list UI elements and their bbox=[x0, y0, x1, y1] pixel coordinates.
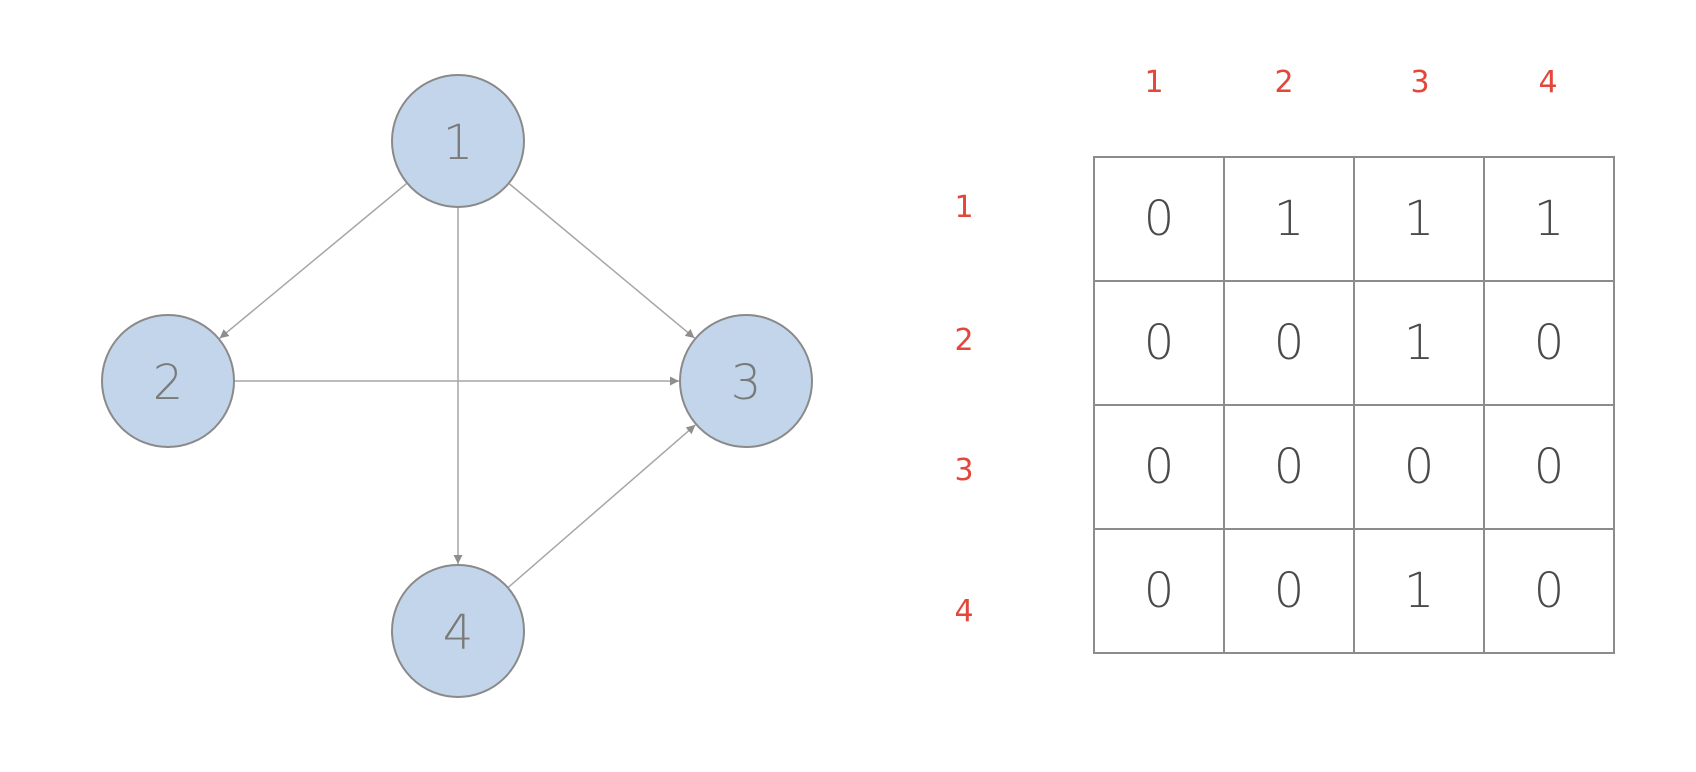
row-header-2: 2 bbox=[954, 323, 974, 358]
matrix-cell: 1 bbox=[1483, 156, 1615, 282]
matrix-row: 0 0 0 0 bbox=[1093, 404, 1615, 530]
row-header-3: 3 bbox=[954, 453, 974, 488]
node-label: 3 bbox=[731, 355, 762, 411]
node-1: 1 bbox=[391, 74, 525, 208]
column-header-1: 1 bbox=[1144, 65, 1164, 100]
matrix-cell: 0 bbox=[1223, 528, 1355, 654]
row-header-4: 4 bbox=[954, 594, 974, 629]
node-label: 2 bbox=[153, 355, 184, 411]
matrix-row: 0 0 1 0 bbox=[1093, 528, 1615, 654]
matrix-cell: 0 bbox=[1223, 404, 1355, 530]
matrix-cell: 0 bbox=[1093, 528, 1225, 654]
nodes: 1 2 3 4 bbox=[101, 74, 813, 698]
node-3: 3 bbox=[679, 314, 813, 448]
adjacency-matrix: 0 1 1 1 0 0 1 0 0 0 0 0 0 0 1 0 bbox=[1093, 156, 1615, 654]
edge-1-to-3 bbox=[508, 182, 696, 339]
edges bbox=[219, 182, 696, 589]
matrix-cell: 0 bbox=[1223, 280, 1355, 406]
matrix-cell: 1 bbox=[1353, 280, 1485, 406]
row-header-1: 1 bbox=[954, 190, 974, 225]
node-circle bbox=[391, 564, 525, 698]
matrix-row: 0 0 1 0 bbox=[1093, 280, 1615, 406]
node-circle bbox=[679, 314, 813, 448]
matrix-cell: 0 bbox=[1483, 280, 1615, 406]
column-header-3: 3 bbox=[1410, 65, 1430, 100]
matrix-cell: 0 bbox=[1483, 528, 1615, 654]
node-4: 4 bbox=[391, 564, 525, 698]
node-label: 1 bbox=[443, 115, 474, 171]
matrix-cell: 1 bbox=[1223, 156, 1355, 282]
node-2: 2 bbox=[101, 314, 235, 448]
node-circle bbox=[101, 314, 235, 448]
matrix-cell: 1 bbox=[1353, 156, 1485, 282]
matrix-cell: 0 bbox=[1093, 404, 1225, 530]
matrix-cell: 0 bbox=[1093, 156, 1225, 282]
directed-graph: 1 2 3 4 bbox=[101, 74, 813, 698]
column-header-2: 2 bbox=[1274, 65, 1294, 100]
edge-1-to-2 bbox=[219, 182, 408, 339]
matrix-cell: 0 bbox=[1093, 280, 1225, 406]
matrix-cell: 1 bbox=[1353, 528, 1485, 654]
node-label: 4 bbox=[443, 605, 474, 661]
column-header-4: 4 bbox=[1538, 65, 1558, 100]
node-circle bbox=[391, 74, 525, 208]
matrix-cell: 0 bbox=[1483, 404, 1615, 530]
matrix-cell: 0 bbox=[1353, 404, 1485, 530]
edge-4-to-3 bbox=[507, 424, 696, 589]
matrix-row: 0 1 1 1 bbox=[1093, 156, 1615, 282]
